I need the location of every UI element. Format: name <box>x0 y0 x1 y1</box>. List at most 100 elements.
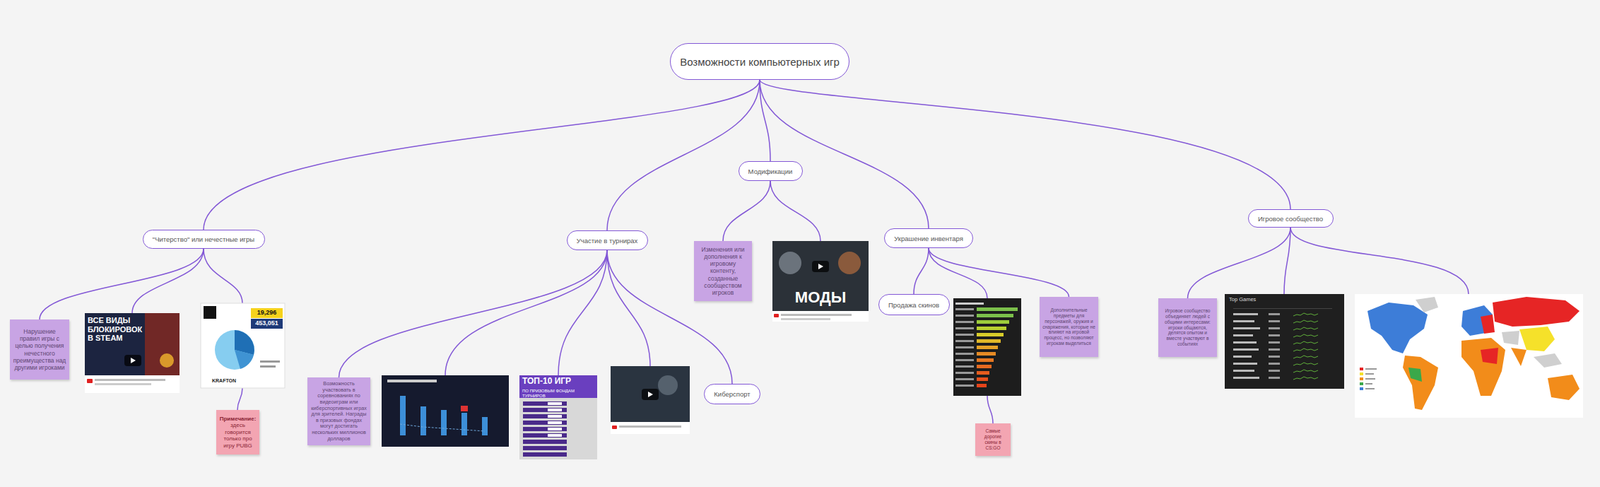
caption-line <box>780 318 831 321</box>
map-region <box>1492 296 1580 327</box>
topic-pill: Киберспорт <box>703 383 761 405</box>
video-image <box>610 366 690 422</box>
ranking-values <box>547 402 562 437</box>
stat-box <box>250 318 283 329</box>
leader-line <box>987 395 993 424</box>
map-region <box>1547 374 1580 400</box>
sticky-note: Нарушение правил игры с целью получения … <box>9 319 70 380</box>
ranking-image <box>519 375 598 460</box>
top-games-rows <box>1233 308 1333 380</box>
image-text: 453,051 <box>250 319 283 327</box>
node-text: Модификации <box>748 167 793 176</box>
video-card <box>772 240 869 322</box>
caption-line <box>94 378 166 381</box>
ranking-header <box>519 375 598 398</box>
ranking-rows <box>522 401 567 457</box>
branch-connector <box>339 250 608 378</box>
world-map <box>1354 293 1584 418</box>
video-figure <box>838 251 861 275</box>
youtube-icon <box>86 378 93 384</box>
medal-icon <box>159 353 174 368</box>
sticky-note: Изменения или дополнения к игровому конт… <box>693 240 752 302</box>
pie-chart <box>214 330 255 370</box>
bar <box>420 406 427 436</box>
node-text: "Читерство" или нечестные игры <box>152 235 255 244</box>
trend-line <box>400 424 485 432</box>
leader-line <box>203 248 243 304</box>
branch-connector <box>722 180 771 241</box>
branch-connector <box>203 79 760 230</box>
image-text: ПО ПРИЗОВЫМ ФОНДАМ ТУРНИРОВ <box>522 388 596 399</box>
map-region <box>1510 347 1527 367</box>
sticky-note: Дополнительные предметы для персонажей, … <box>1039 296 1099 357</box>
map-region <box>1402 355 1439 410</box>
map-region <box>1533 353 1562 368</box>
note-heading: Примечание: <box>219 415 257 423</box>
image-text: ТОП-10 ИГР <box>522 376 596 387</box>
image-text: KRAFTON <box>212 378 248 384</box>
node-text: Участие в турнирах <box>576 236 639 245</box>
node-text: Возможность участвовать в соревнованиях … <box>310 380 368 442</box>
stat-box <box>250 308 283 319</box>
map-region <box>1408 367 1422 382</box>
chart-title <box>387 379 437 383</box>
play-button <box>641 388 659 400</box>
skins-table <box>953 298 1022 396</box>
bar <box>481 416 488 436</box>
root-topic: Возможности компьютерных игр <box>669 43 850 80</box>
note-sticky: Самые дорогие скины в CS:GO <box>975 423 1011 456</box>
video-figure <box>657 375 678 396</box>
video-card <box>84 313 180 393</box>
text-line <box>260 365 276 368</box>
node-text: Нарушение правил игры с целью получения … <box>12 327 67 372</box>
map-legend <box>1359 367 1377 391</box>
node-text: Дополнительные предметы для персонажей, … <box>1042 307 1096 347</box>
pie-slice <box>234 349 254 369</box>
leader-line <box>607 250 651 367</box>
node-text: здесь говорится только про игру PUBG <box>218 421 258 449</box>
note-sticky: Примечание:здесь говорится только про иг… <box>216 409 260 455</box>
node-text: Возможности компьютерных игр <box>679 55 840 68</box>
top-games-table <box>1224 293 1345 389</box>
node-text: Игровое сообщество <box>1257 214 1323 223</box>
sticky-note: Игровое сообщество объединяет людей с об… <box>1158 298 1217 357</box>
map-region <box>1480 347 1499 364</box>
image-text: МОДЫ <box>784 288 857 307</box>
skins-rows <box>955 302 1018 388</box>
node-text: Игровое сообщество объединяет людей с об… <box>1161 308 1215 347</box>
topic-pill: Модификации <box>738 161 803 181</box>
video-image <box>772 240 869 311</box>
map-region <box>1415 296 1439 313</box>
bar-chart <box>381 375 509 447</box>
bar <box>400 395 406 436</box>
branch-connector <box>39 248 204 320</box>
play-icon <box>818 263 824 270</box>
topic-pill: "Читерство" или нечестные игры <box>142 229 266 249</box>
video-figure <box>778 251 802 275</box>
leader-line <box>445 250 608 376</box>
leader-line <box>237 387 243 410</box>
sticky-note: Возможность участвовать в соревнованиях … <box>307 377 371 446</box>
play-icon <box>648 391 654 398</box>
topic-pill: Продажа скинов <box>878 293 950 316</box>
caption-line <box>94 383 152 386</box>
play-button <box>124 354 142 367</box>
node-text: Продажа скинов <box>888 301 940 309</box>
caption-line <box>780 313 852 316</box>
leader-line <box>132 248 204 314</box>
play-icon <box>130 357 136 364</box>
marker <box>460 405 468 412</box>
youtube-icon <box>612 425 617 429</box>
image-text: 19,296 <box>250 308 283 316</box>
infographic <box>200 303 285 388</box>
map-region <box>1519 326 1555 352</box>
node-text: Киберспорт <box>713 390 750 398</box>
branch-connector <box>913 248 929 294</box>
node-text: Самые дорогие скины в CS:GO <box>977 428 1009 451</box>
play-button <box>812 260 829 273</box>
image-text: ВСЕ ВИДЫ БЛОКИРОВОК В STEAM <box>87 315 143 343</box>
branch-connector <box>1187 227 1292 299</box>
branch-connector <box>607 79 760 231</box>
branch-connector <box>928 248 1070 297</box>
